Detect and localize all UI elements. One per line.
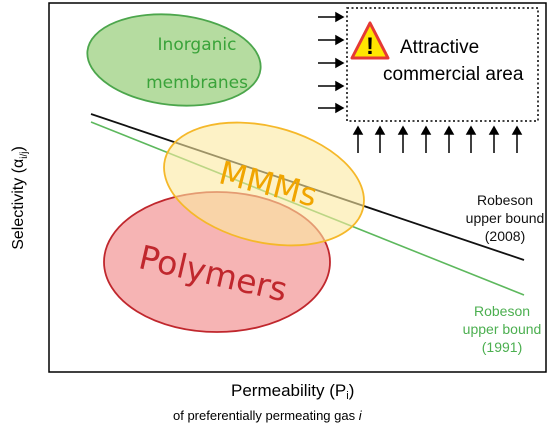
robeson-2008-label-line1: Robeson (477, 192, 533, 208)
inorganic-membranes-region (86, 13, 262, 107)
commercial-area-line2: commercial area (383, 64, 524, 85)
svg-text:!: ! (366, 33, 374, 60)
y-axis-label: Selectivity (αi/j) (10, 146, 30, 250)
robeson-1991-label-line2: upper bound (463, 321, 542, 337)
inorganic-label-line2: membranes (146, 73, 248, 93)
mmms-region (163, 121, 365, 247)
inorganic-label-line1: Inorganic (158, 35, 237, 55)
bottom-arrows (352, 125, 523, 153)
robeson-1991-label-line1: Robeson (474, 303, 530, 319)
robeson-1991-label-line3: (1991) (482, 339, 522, 355)
robeson-2008-label-line2: upper bound (466, 210, 545, 226)
commercial-area-line1: Attractive (400, 37, 479, 58)
warning-icon: ! (350, 21, 390, 60)
x-axis-label: Permeability (Pi) (231, 381, 355, 402)
x-axis-sublabel: of preferentially permeating gas i (173, 408, 362, 423)
robeson-2008-label-line3: (2008) (485, 228, 525, 244)
commercial-area-box (346, 7, 539, 122)
left-arrows (318, 11, 345, 114)
